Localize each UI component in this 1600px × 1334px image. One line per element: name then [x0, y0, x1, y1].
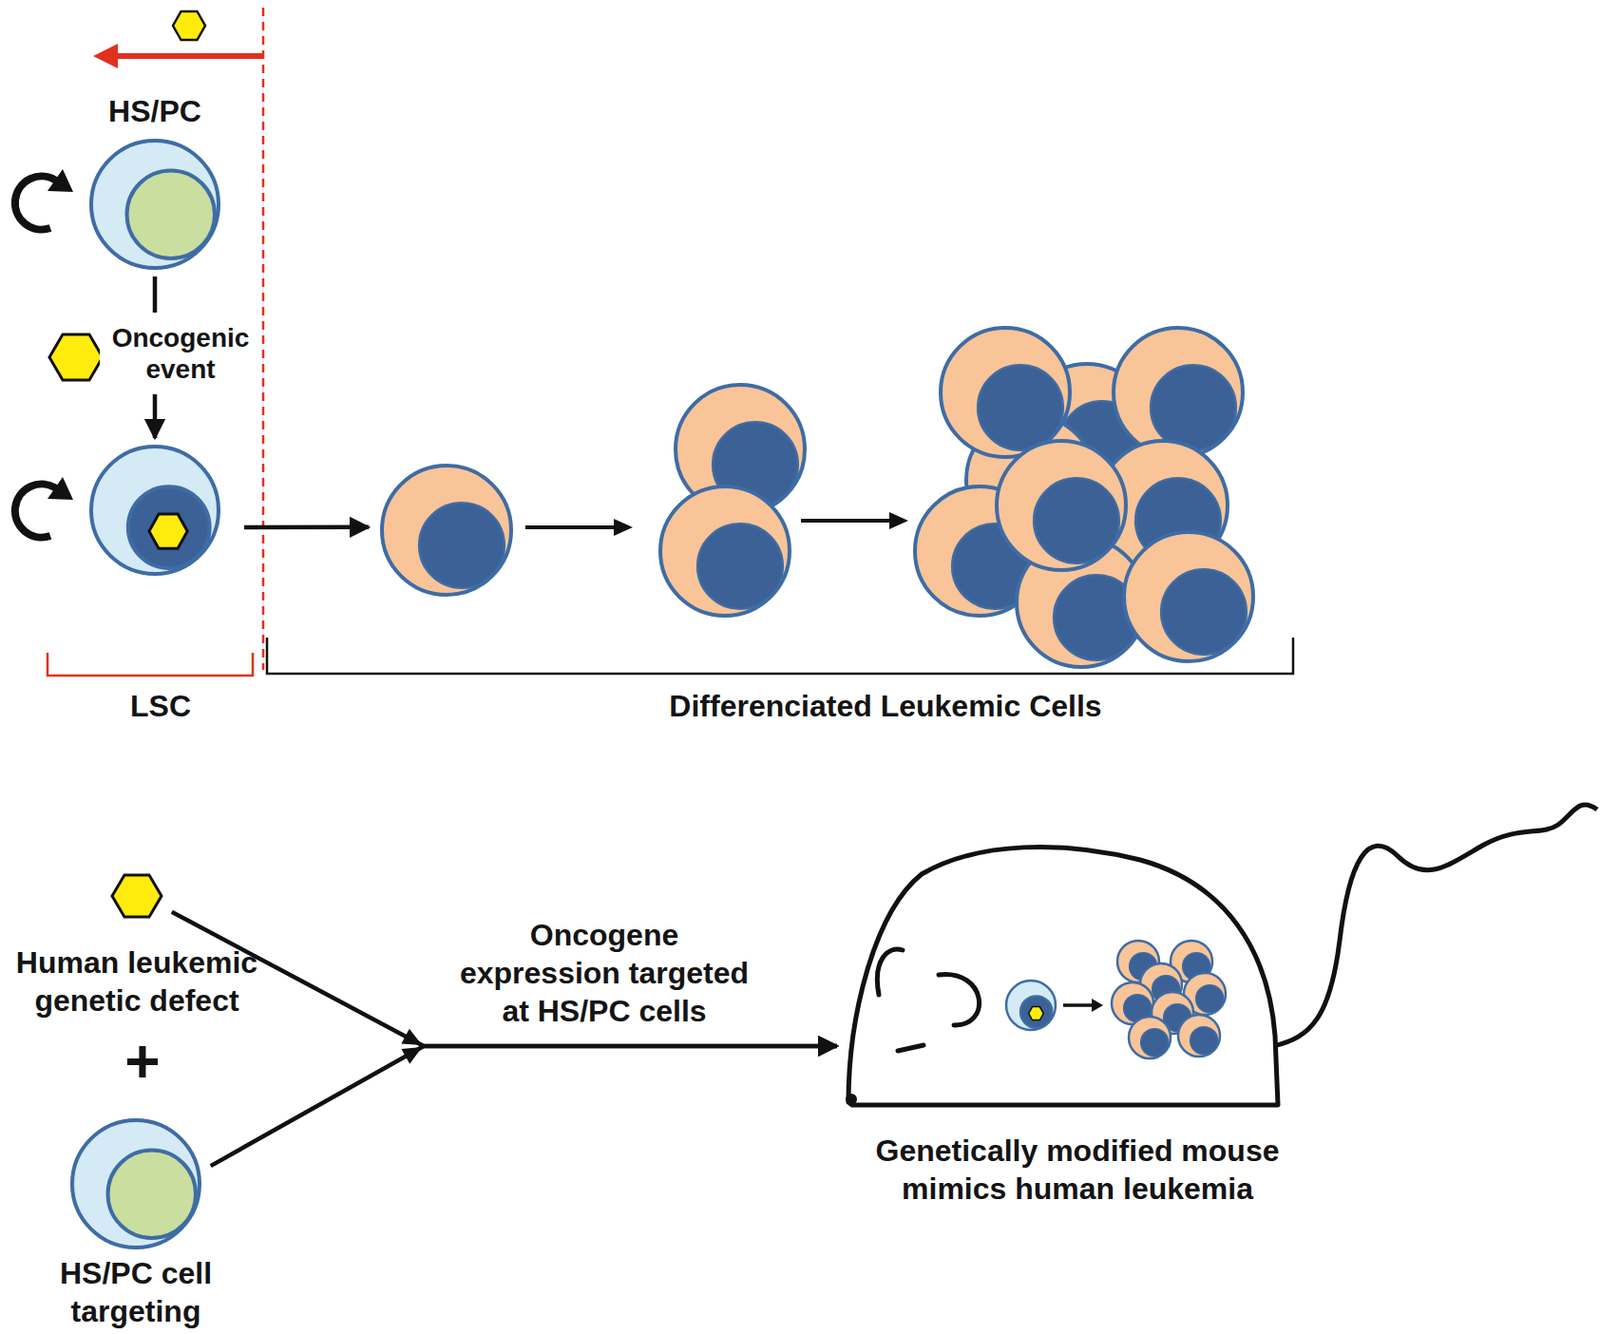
- leukemic-stem-cell-shape: [91, 446, 219, 574]
- cell-nucleus: [1020, 995, 1052, 1028]
- cell-membrane: [1123, 532, 1254, 662]
- leukemic-cell: [1128, 1016, 1171, 1059]
- connector-arrow: [244, 525, 369, 531]
- cell-nucleus: [1196, 985, 1224, 1013]
- target-stem-cell: HS/PC cell targeting: [69, 1117, 203, 1251]
- cell-nucleus: [1190, 1027, 1219, 1055]
- cell-membrane: [996, 440, 1126, 571]
- mouse-ear: [876, 949, 903, 995]
- connector-arrow: [152, 276, 158, 439]
- cell-membrane: [1006, 980, 1056, 1030]
- genetic-defect-hexagon: Human leukemic genetic defect: [110, 873, 164, 919]
- cell-nucleus: [1033, 477, 1120, 564]
- cell-membrane: [1128, 1016, 1171, 1059]
- node-outline: [378, 321, 1262, 673]
- leukemic-cell: [1123, 532, 1254, 662]
- cell-nucleus: [127, 170, 215, 258]
- mouse-nose: [845, 1093, 858, 1105]
- junction-arrowhead: [400, 1047, 422, 1065]
- edge-group: [154, 276, 838, 1166]
- cell-nucleus: [977, 364, 1064, 451]
- oncogene-hexagon: [149, 514, 188, 549]
- progression-arrowhead: [613, 518, 633, 536]
- cell-nucleus: [128, 486, 210, 569]
- node-outline: [69, 1117, 203, 1251]
- node-text: LSC: [65, 686, 256, 725]
- cell-membrane: [91, 446, 219, 574]
- stem-cell-shape: [91, 140, 219, 268]
- leukemic-cell: [660, 486, 790, 616]
- self-renewal-arrow: [15, 169, 74, 230]
- edge-label: Oncogene expression targeted at HS/PC ce…: [452, 915, 757, 1030]
- reversion-arrow-head: [93, 43, 118, 69]
- mouse-body: [848, 846, 1278, 1105]
- node-outline: [88, 137, 222, 271]
- oncogene-hexagon: [112, 875, 162, 917]
- progression-arrow: [800, 518, 892, 523]
- plus-sign: +: [104, 1028, 181, 1095]
- cell-nucleus: [697, 523, 783, 610]
- mouse-eye: [897, 1045, 924, 1051]
- cell-nucleus: [1150, 364, 1237, 451]
- leukemic-cell: [996, 440, 1126, 571]
- node-text: Human leukemic genetic defect: [0, 943, 280, 1020]
- node-outline: [88, 443, 222, 577]
- node-outline: [844, 836, 1282, 1112]
- cell-nucleus: [108, 1149, 196, 1238]
- self-renewal-arrow: [15, 476, 74, 538]
- connector-arrow: [171, 912, 838, 1047]
- reversion-arrow-shaft: [112, 53, 264, 59]
- mouse-model: Genetically modified mouse mimics human …: [844, 836, 1282, 1112]
- node-text: HS/PC cell targeting: [40, 1254, 231, 1331]
- cell-membrane: [660, 486, 790, 616]
- leukemic-cell-group: Differenciated Leukemic Cells: [378, 321, 1262, 673]
- node-outline: [110, 873, 164, 919]
- stem-cell-node: HS/PC: [88, 137, 222, 271]
- cell-nucleus: [419, 502, 505, 589]
- progression-arrow: [525, 525, 616, 530]
- cell-membrane: [72, 1120, 200, 1248]
- cell-membrane: [940, 327, 1070, 458]
- differentiated-bracket: [266, 637, 1294, 674]
- progression-arrowhead: [1091, 998, 1104, 1012]
- leukemic-stem-cell-shape: [1006, 980, 1056, 1030]
- leukemic-stem-cell: LSC: [88, 443, 222, 577]
- leukemic-cell: [381, 465, 512, 595]
- mouse-tail: [1273, 804, 1598, 1047]
- leukemic-cell: [1113, 327, 1243, 458]
- leukemic-cell: [1178, 1014, 1220, 1057]
- oncogene-hexagon: [1028, 1007, 1045, 1021]
- progression-arrow: [1063, 1003, 1094, 1008]
- node-text: HS/PC: [59, 92, 250, 131]
- cell-membrane: [1113, 327, 1243, 458]
- cell-membrane: [91, 140, 219, 268]
- node-text: Differenciated Leukemic Cells: [552, 686, 1219, 725]
- junction-arrowhead: [400, 1028, 422, 1046]
- stem-cell-shape: [72, 1120, 200, 1248]
- mouse-ear: [938, 974, 980, 1026]
- oncogene-hexagon: [172, 11, 206, 40]
- cell-nucleus: [1141, 1028, 1169, 1057]
- progression-arrowhead: [889, 512, 909, 530]
- edge-label: Oncogenic event: [99, 312, 262, 395]
- cell-nucleus: [1161, 569, 1247, 655]
- oncogene-hexagon: [49, 334, 103, 381]
- cell-membrane: [1178, 1014, 1220, 1057]
- leukemic-cell: [940, 327, 1070, 458]
- cell-membrane: [381, 465, 512, 595]
- stem-boundary-line: [262, 7, 266, 670]
- node-text: Genetically modified mouse mimics human …: [835, 1131, 1320, 1208]
- lsc-bracket: [47, 652, 253, 676]
- connector-arrow: [210, 1046, 838, 1166]
